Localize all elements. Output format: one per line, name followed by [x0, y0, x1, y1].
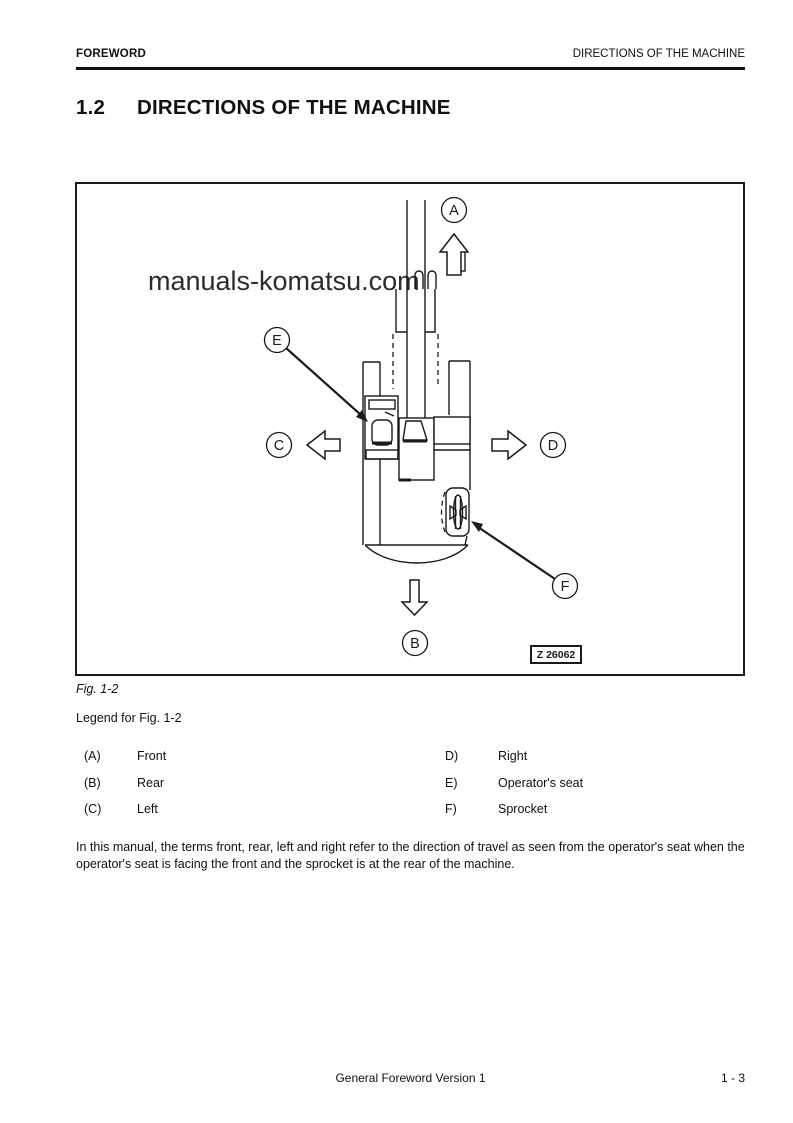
machine-body-drawing: [362, 360, 471, 564]
label-a-letter: A: [449, 203, 459, 219]
header-divider: [76, 67, 745, 70]
drawing-number-box: Z 26062: [530, 645, 582, 664]
legend-row-f: F) Sprocket: [445, 802, 745, 816]
legend-value: Sprocket: [498, 802, 548, 816]
legend-key: E): [445, 775, 458, 790]
legend-row-e: E) Operator's seat: [445, 776, 745, 790]
legend-key: F): [445, 802, 457, 816]
legend-left-column: (A) Front (B) Rear (C) Left: [84, 749, 404, 829]
label-d-letter: D: [548, 438, 558, 454]
seat-leader-line: [285, 347, 368, 422]
legend-heading: Legend for Fig. 1-2: [76, 711, 182, 725]
page-title: 1.2 DIRECTIONS OF THE MACHINE: [76, 96, 451, 120]
front-arrow-icon: [438, 232, 470, 276]
drawing-number-text: Z 26062: [537, 649, 576, 661]
legend-right-column: D) Right E) Operator's seat F) Sprocket: [445, 749, 745, 829]
section-number: 1.2: [76, 96, 106, 119]
section-title-text: DIRECTIONS OF THE MACHINE: [137, 96, 451, 119]
legend-key: (B): [84, 775, 101, 790]
header-chapter-title: DIRECTIONS OF THE MACHINE: [572, 48, 745, 60]
legend-row-d: D) Right: [445, 749, 745, 763]
header-section-title: FOREWORD: [76, 48, 146, 60]
direction-label-c: C: [265, 431, 293, 459]
legend-value: Rear: [137, 775, 165, 790]
legend-value: Right: [498, 749, 528, 763]
legend-value: Front: [137, 749, 167, 763]
figure-caption: Fig. 1-2: [76, 682, 119, 696]
rear-arrow-icon: [400, 579, 429, 617]
footer-page-number: 1 - 3: [720, 1071, 745, 1085]
direction-label-e: E: [263, 326, 291, 354]
figure-frame: manuals-komatsu.com: [75, 182, 745, 676]
direction-label-d: D: [539, 431, 567, 459]
legend-row-a: (A) Front: [84, 749, 404, 763]
label-c-letter: C: [274, 438, 284, 454]
page-header: FOREWORD DIRECTIONS OF THE MACHINE: [76, 48, 745, 60]
left-arrow-icon: [305, 429, 341, 461]
label-f-letter: F: [561, 579, 570, 595]
machine-direction-diagram: manuals-komatsu.com: [148, 196, 582, 664]
legend-row-c: (C) Left: [84, 802, 404, 816]
right-arrow-icon: [491, 429, 528, 461]
legend-key: D): [445, 749, 459, 763]
legend-value: Operator's seat: [498, 775, 584, 790]
label-b-letter: B: [410, 636, 420, 652]
legend-row-b: (B) Rear: [84, 776, 404, 790]
watermark-text: manuals-komatsu.com: [148, 266, 420, 296]
legend-key: (A): [84, 749, 101, 763]
legend-value: Left: [137, 802, 158, 816]
sprocket-leader-line: [471, 521, 556, 580]
body-paragraph: In this manual, the terms front, rear, l…: [76, 840, 745, 871]
direction-label-b: B: [401, 629, 429, 657]
direction-label-f: F: [551, 572, 579, 600]
direction-label-a: A: [440, 196, 468, 224]
boom-drawing: [392, 200, 466, 418]
footer-document-title: General Foreword Version 1: [335, 1071, 486, 1085]
legend-key: (C): [84, 802, 102, 816]
label-e-letter: E: [272, 333, 282, 349]
